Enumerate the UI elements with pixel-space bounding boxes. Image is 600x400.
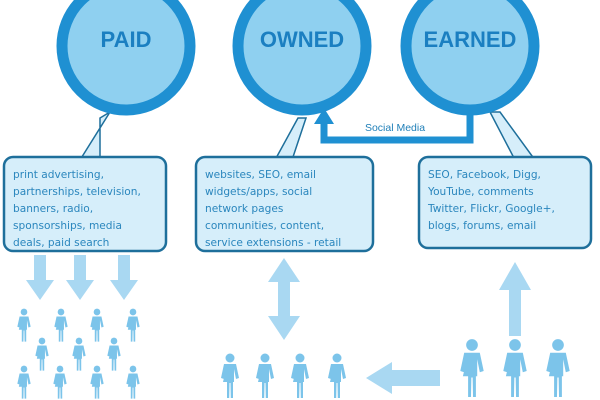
owned-box-line: communities, content, [205,220,324,232]
person-icon [291,353,309,398]
earned-box-line: YouTube, comments [427,186,534,198]
earned-callout-tail [488,111,537,161]
person-icon [53,365,67,399]
paid-callout-tail [78,111,111,161]
person-icon [126,308,140,342]
person-icon [17,365,31,399]
paid-box-line: print advertising, [13,169,104,181]
circle-earned-label: EARNED [424,27,517,52]
person-icon [546,339,570,397]
owned-box-line: websites, SEO, email [205,169,316,181]
flow-arrows [26,255,531,394]
earned-box-line: Twitter, Flickr, Google+, [427,203,555,215]
paid-box-line: banners, radio, [13,203,93,215]
circle-earned: EARNED [400,0,540,116]
person-icon [90,365,104,399]
double-arrow-icon [268,258,300,340]
circle-paid: PAID [56,0,196,116]
person-icon [17,308,31,342]
person-icon [221,353,239,398]
svg-text:print advertising, partn: print advertising, partnerships, televis… [13,169,144,249]
social-media-arrow: Social Media [314,108,474,144]
paid-box-line: sponsorships, media [13,220,122,232]
owned-box-line: widgets/apps, social [205,186,312,198]
down-arrow-icon [110,255,138,300]
person-icon [35,337,49,371]
owned-box-line: network pages [205,203,283,215]
owned-box: websites, SEO, email widgets/apps, socia… [194,155,375,253]
svg-text:SEO, Facebook, Digg, You: SEO, Facebook, Digg, YouTube, comments T… [427,169,558,232]
up-arrow-icon [499,262,531,336]
paid-box-line: partnerships, television, [13,186,141,198]
circle-owned: OWNED [232,0,372,116]
person-icon [503,339,527,397]
person-icon [90,308,104,342]
person-icon [126,365,140,399]
person-icon [107,337,121,371]
earned-box-line: SEO, Facebook, Digg, [428,169,541,181]
down-arrow-icon [26,255,54,300]
circle-owned-label: OWNED [260,27,344,52]
owned-box-line: service extensions - retail [205,237,341,249]
paid-box: print advertising, partnerships, televis… [2,155,168,253]
earned-box-line: blogs, forums, email [428,220,536,232]
left-arrow-icon [366,362,440,394]
svg-text:websites, SEO, email wid: websites, SEO, email widgets/apps, socia… [205,169,341,249]
owned-callout-tail [273,117,308,161]
person-icon [256,353,274,398]
earned-box: SEO, Facebook, Digg, YouTube, comments T… [417,155,593,250]
person-icon [460,339,484,397]
down-arrow-icon [66,255,94,300]
social-media-label: Social Media [365,122,425,134]
person-icon [72,337,86,371]
person-icon [54,308,68,342]
paid-box-line: deals, paid search [13,237,109,249]
person-icon [328,353,346,398]
circle-paid-label: PAID [101,27,152,52]
